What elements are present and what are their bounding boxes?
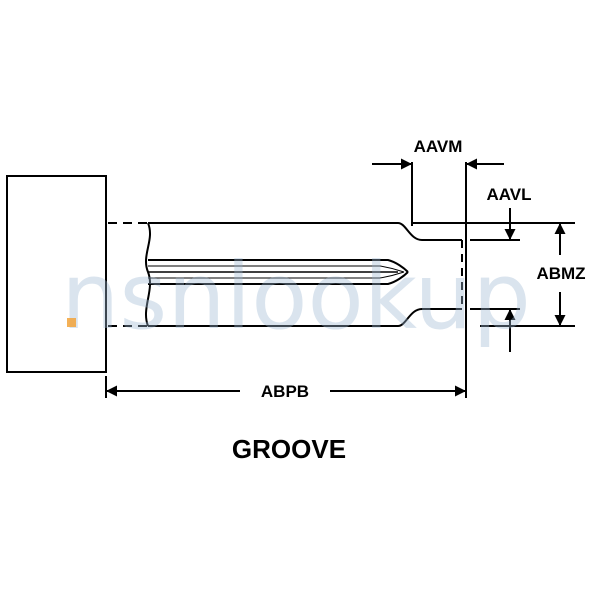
abmz-label: ABMZ	[536, 264, 585, 283]
shaft-outline	[148, 222, 462, 327]
watermark: nsnlookup	[61, 243, 531, 350]
watermark-text: nsnlookup	[61, 243, 531, 350]
groove-channel	[148, 259, 409, 285]
extension-lines	[105, 162, 575, 398]
watermark-accent-dot	[67, 318, 76, 327]
aavl-label: AAVL	[486, 185, 531, 204]
abpb-label: ABPB	[261, 382, 309, 401]
aavm-label: AAVM	[414, 137, 463, 156]
body-block	[6, 175, 107, 373]
connection-dashes	[108, 222, 148, 327]
diagram-title: GROOVE	[232, 434, 346, 464]
